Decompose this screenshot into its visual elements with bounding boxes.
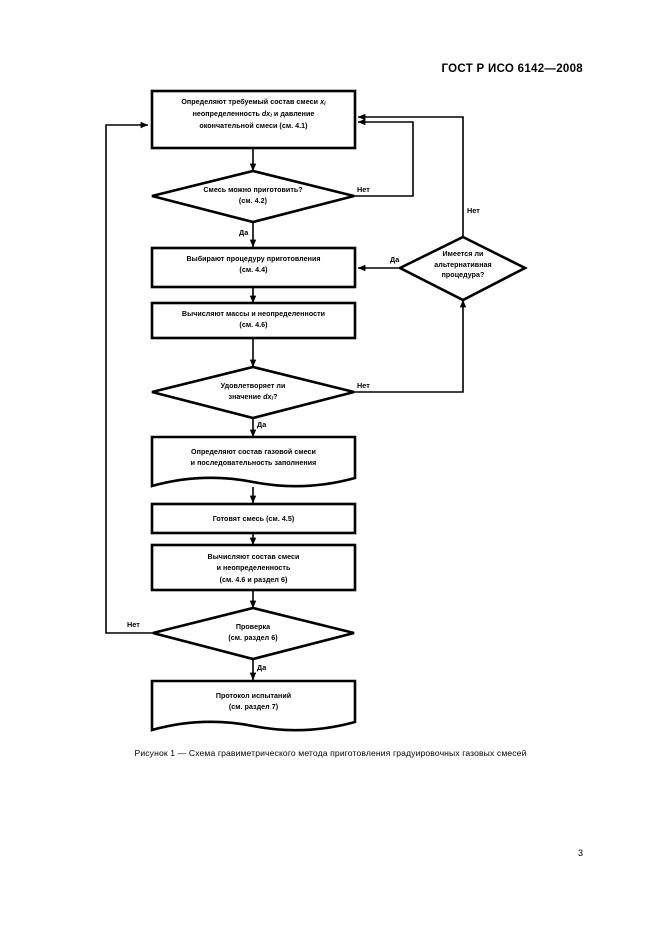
flow-node-n7	[150, 435, 357, 488]
edge-label-n3-no: Нет	[467, 206, 480, 215]
edge-label-n6-yes: Да	[257, 420, 267, 429]
document-header-standard-number: ГОСТ Р ИСО 6142—2008	[441, 63, 583, 75]
edge-label-n2-no: Нет	[357, 185, 370, 194]
flow-node-n6	[151, 365, 355, 420]
edge-label-n10-yes: Да	[257, 663, 267, 672]
edge-label-n3-yes: Да	[390, 255, 400, 264]
flow-node-n5	[150, 301, 357, 340]
edge-label-n10-no: Нет	[127, 620, 140, 629]
flow-node-n10	[152, 606, 355, 661]
page-number: 3	[577, 848, 583, 858]
flow-node-n3	[397, 235, 528, 302]
flow-node-n4	[150, 246, 357, 289]
flow-node-n8	[150, 502, 357, 535]
flow-node-n1	[150, 89, 357, 150]
flow-node-n9	[150, 543, 357, 592]
flowchart-canvas	[105, 89, 528, 732]
figure-caption: Рисунок 1 — Схема гравиметрического мето…	[134, 748, 527, 758]
flow-node-n2	[151, 169, 355, 224]
edge-label-n6-no: Нет	[357, 381, 370, 390]
flow-node-n11	[150, 679, 357, 732]
edge-label-n2-yes: Да	[239, 228, 249, 237]
